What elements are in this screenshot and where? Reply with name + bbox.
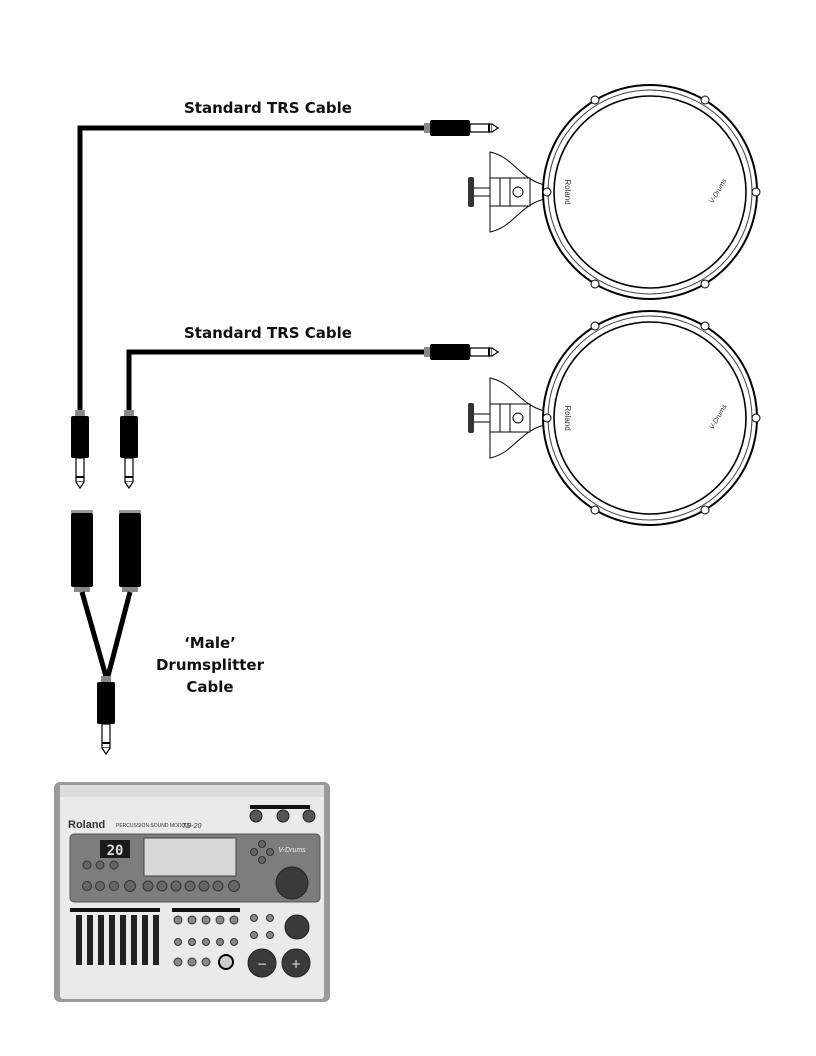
splitter-jack-right xyxy=(119,510,141,592)
plug-right-down xyxy=(119,409,139,489)
pad-top-brand: Roland xyxy=(563,179,572,204)
module-display-value: 20 xyxy=(107,843,124,859)
label-splitter-line1: ‘Male’ xyxy=(184,634,236,652)
module-logo: V-Drums xyxy=(278,847,306,854)
cable-top xyxy=(77,125,424,415)
splitter-cable-left xyxy=(79,591,110,681)
drum-pad-top: Roland V-Drums xyxy=(467,84,761,300)
label-splitter-line2: Drumsplitter xyxy=(156,656,265,674)
label-cable-bottom: Standard TRS Cable xyxy=(184,324,352,342)
pad-bottom-brand: Roland xyxy=(563,405,572,430)
drum-module: Roland PERCUSSION SOUND MODULE TD-20 20 … xyxy=(54,782,330,1002)
cable-bottom xyxy=(126,349,424,415)
module-brand: Roland xyxy=(68,819,105,831)
plug-bottom-pad xyxy=(423,343,499,361)
module-plus-button: + xyxy=(291,957,301,971)
splitter-male-plug xyxy=(96,675,116,755)
module-subtitle: PERCUSSION SOUND MODULE xyxy=(116,823,192,829)
drum-pad-bottom: Roland V-Drums xyxy=(467,310,761,526)
label-cable-top: Standard TRS Cable xyxy=(184,99,352,117)
splitter-jack-left xyxy=(71,510,93,592)
module-model: TD-20 xyxy=(182,823,202,830)
splitter-cable-right xyxy=(104,591,133,681)
module-minus-button: − xyxy=(257,957,267,971)
plug-left-down xyxy=(70,409,90,489)
plug-top-pad xyxy=(423,119,499,137)
label-splitter-line3: Cable xyxy=(186,678,233,696)
